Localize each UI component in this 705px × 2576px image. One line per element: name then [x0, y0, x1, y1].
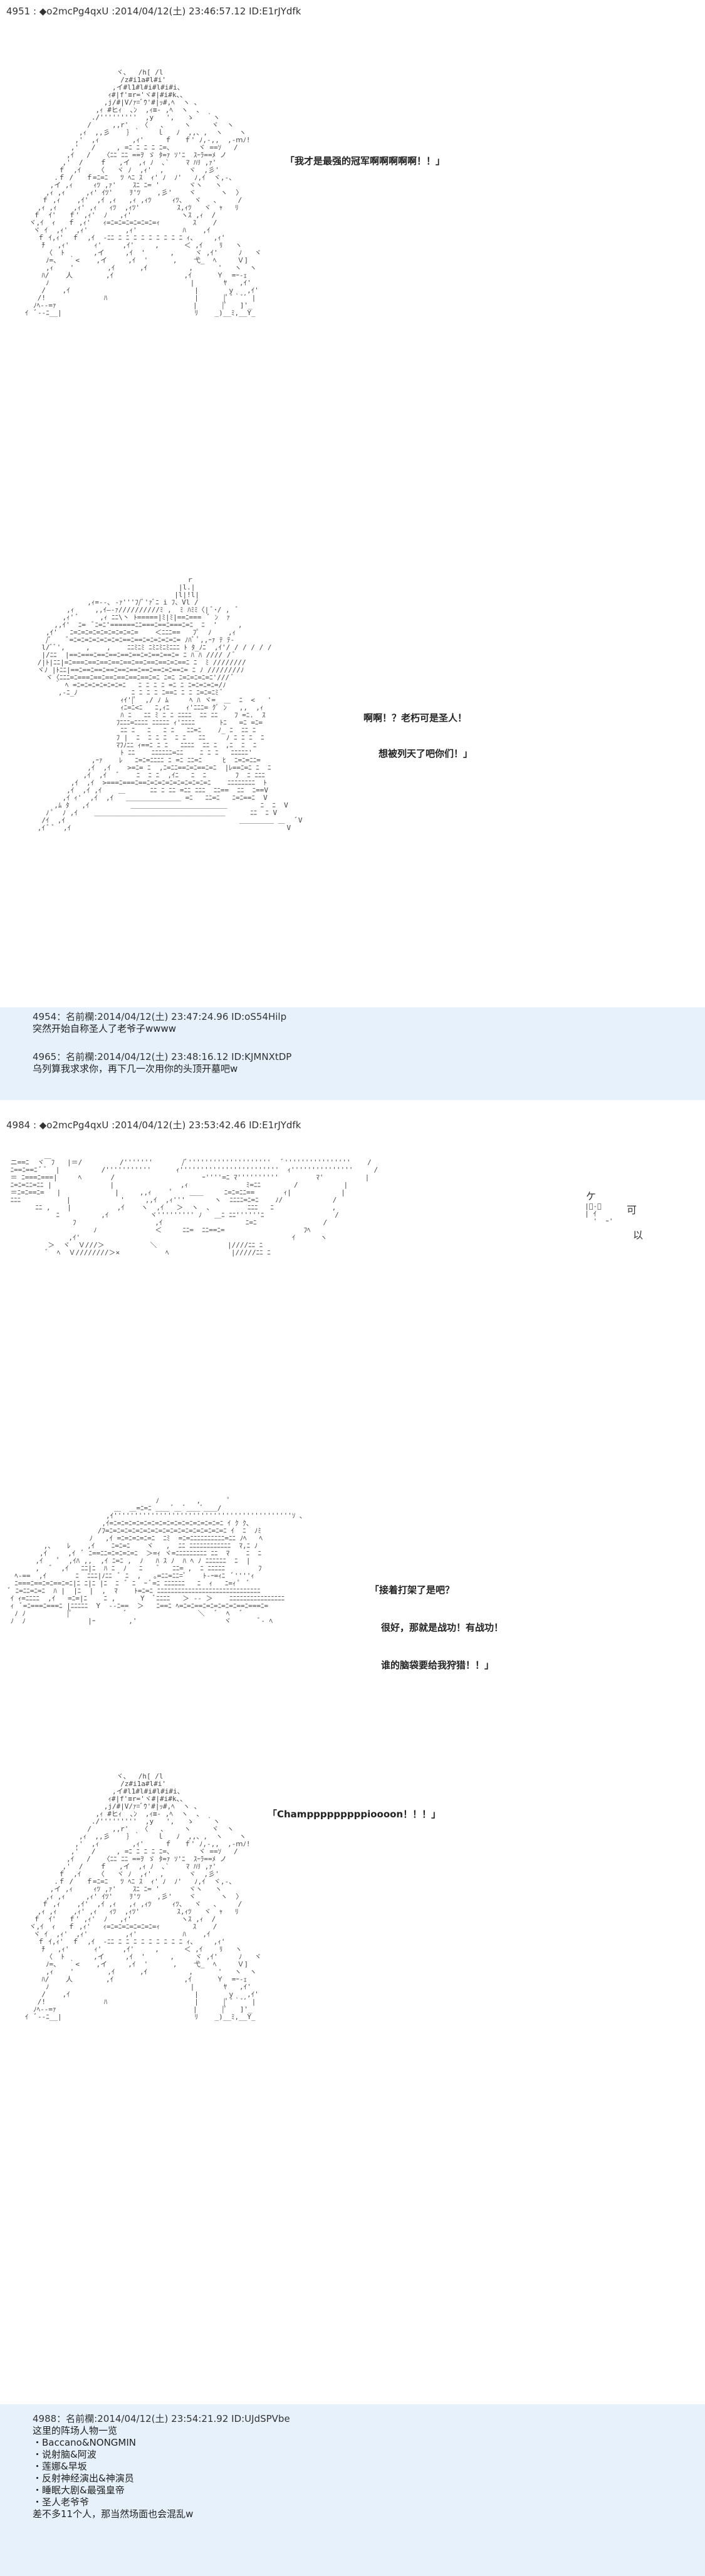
reply-body: 突然开始自称圣人了老爷子wwww: [33, 1023, 177, 1034]
reply-body-closing: 差不多11个人，那当然场面也会混乱w: [33, 2508, 194, 2520]
side-glyph-yi: 以: [633, 1229, 644, 1241]
speech-bubble-champion-2: 「Champppppppppioooon！！！」: [268, 1809, 441, 1820]
list-item: ・莲娜&早坂: [33, 2461, 87, 2472]
ascii-art-figure-saint: ｒ |l.| |l|!l| ,ｨ=‐-､ -ｧ'''ﾌ/ﾞ'ｧﾞﾆ i ﾌ、Vl…: [37, 576, 303, 832]
list-item: ・反射神经演出&神演员: [33, 2473, 134, 2484]
list-item: ・睡眠大剧&最强皇帝: [33, 2485, 125, 2496]
speech-line-1: 啊啊！？老朽可是圣人！: [363, 712, 467, 724]
reply-box-2: 4988：名前欄:2014/04/12(土) 23:54:21.92 ID:UJ…: [0, 2404, 705, 2576]
reply-meta: 4954：名前欄:2014/04/12(土) 23:47:24.96 ID:oS…: [33, 1011, 287, 1022]
side-glyph-ke: ケ: [586, 1190, 597, 1202]
speech-line-1: 「接着打架了是吧？: [370, 1584, 455, 1596]
ascii-art-figure-champion-2: ヾ、 /h[ /l /z#i1a#l#i' ,イ#l1#l#i#l#i#i、 ｨ…: [24, 1772, 262, 2021]
post-4951: 4951 : ◆o2mcPg4qxU :2014/04/12(土) 23:46:…: [0, 0, 705, 1002]
list-item: ・Baccano&NONGMIN: [33, 2437, 137, 2448]
speech-bubble-saint: 啊啊！？老朽可是圣人！ 想被列天了吧你们！」: [363, 688, 473, 784]
reply-4954: 4954：名前欄:2014/04/12(土) 23:47:24.96 ID:oS…: [33, 1011, 286, 1035]
reply-body-intro: 这里的阵场人物一览: [33, 2425, 118, 2436]
speech-line-2: 想被列天了吧你们！」: [379, 748, 473, 759]
post-header: 4951 : ◆o2mcPg4qxU :2014/04/12(土) 23:46:…: [6, 6, 301, 17]
list-item: ・圣人老爷爷: [33, 2496, 90, 2508]
speech-line-2: 很好，那就是战功！有战功！: [381, 1622, 504, 1633]
ascii-art-scene-clash: ニ==ﾆ ヾ￣ﾌ |＝/ /''''''' /ﾞ''''''''''''''''…: [10, 1158, 379, 1257]
ascii-art-small-face: |ﾞ‐､ | ｲ ' ｰ': [585, 1202, 614, 1225]
speech-bubble-fight: 「接着打架了是吧？ 很好，那就是战功！有战功！ 谁的脑袋要给我狩猎！！」: [370, 1559, 503, 1696]
reply-meta: 4988：名前欄:2014/04/12(土) 23:54:21.92 ID:UJ…: [33, 2413, 290, 2424]
reply-4965: 4965：名前欄:2014/04/12(土) 23:48:16.12 ID:KJ…: [33, 1051, 291, 1075]
reply-4988: 4988：名前欄:2014/04/12(土) 23:54:21.92 ID:UJ…: [33, 2413, 290, 2520]
speech-bubble-champion: 「我才是最强的冠军啊啊啊啊啊！！」: [285, 155, 446, 167]
ascii-art-scene-fight: ﾉ , ﾟ ＿ ＿=ﾆ=ﾆ ＿＿ ﾞ＿ ﾞ＿＿ﾞ＿＿/ ,ｲ''''''''''…: [6, 1497, 303, 1625]
reply-body: 乌列算我求求你，再下几一次用你的头顶开墓吧w: [33, 1063, 238, 1074]
speech-line-3: 谁的脑袋要给我狩猎！！」: [381, 1659, 494, 1671]
side-glyph-ka: 可: [627, 1204, 637, 1216]
reply-box-1: 4954：名前欄:2014/04/12(土) 23:47:24.96 ID:oS…: [0, 1007, 705, 1100]
post-4984: 4984 : ◆o2mcPg4qxU :2014/04/12(土) 23:53:…: [0, 1109, 705, 2387]
list-item: ・说射脑&阿波: [33, 2449, 97, 2460]
ascii-art-figure-champion: ヾ、 /h[ /l /z#i1a#l#i' ,イ#l1#l#i#l#i#i、 ｨ…: [24, 68, 262, 317]
post-header: 4984 : ◆o2mcPg4qxU :2014/04/12(土) 23:53:…: [6, 1119, 301, 1131]
reply-meta: 4965：名前欄:2014/04/12(土) 23:48:16.12 ID:KJ…: [33, 1051, 292, 1062]
